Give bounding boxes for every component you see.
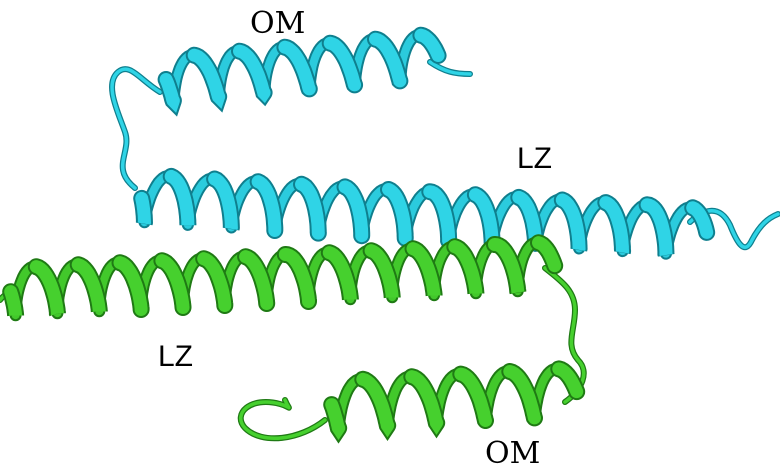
green-lz-helix-front-1 [29,260,64,320]
cyan-lz-helix-front-2 [208,172,238,234]
cyan-lz-helix-front-12 [640,198,673,261]
cyan-lz-helix-front-4 [295,177,325,240]
green-lz-helix-front-0 [4,285,23,322]
cyan-lz-helix-front-3 [251,175,282,237]
cyan-om-label: OM [250,6,306,41]
green-om-helix-front-1 [356,372,395,438]
green-lz-label: LZ [158,340,194,373]
green-om-helix-front-0 [325,398,346,441]
cyan-lz-helix-front-10 [555,193,586,255]
green-lz-helix-front-5 [197,252,232,312]
cyan-lz-helix-front-13 [686,201,714,239]
green-lz-helix-front-11 [448,240,483,300]
cyan-lz-helix-front-1 [164,169,195,232]
cyan-om-helix-front-0 [159,73,180,113]
green-chain [0,234,587,444]
cyan-lz-label: LZ [517,142,553,175]
cyan-tail-coil [688,209,780,249]
green-n-term-coil [239,398,327,441]
green-lz-helix-front-10 [406,242,441,302]
green-om-helix-front-3 [454,367,492,427]
cyan-om-helix-front-4 [323,36,362,92]
green-loop-coil [543,266,586,404]
cyan-c-term-coil [428,60,472,76]
cyan-loop-coil [110,67,162,190]
cyan-om-helix-front-1 [187,48,226,109]
green-lz-helix-front-13 [532,236,562,273]
green-om-helix-front-5 [552,362,584,399]
green-om-helix-front-4 [503,365,541,425]
cyan-chain [109,26,780,263]
cyan-lz-helix-front-11 [599,196,630,258]
green-om-label: OM [485,436,541,471]
cyan-lz-helix-front-6 [382,183,412,245]
green-lz-helix-front-3 [113,256,148,316]
green-lz-helix-front-8 [322,246,357,306]
green-lz-helix-front-7 [278,248,315,308]
cyan-om-helix-front-2 [233,44,271,104]
green-lz-helix-front-12 [488,238,525,298]
cyan-lz-helix-front-0 [135,191,151,229]
green-lz-helix-front-4 [155,254,190,314]
cyan-om-helix-front-5 [369,32,407,88]
cyan-lz-helix-front-5 [338,180,369,243]
cyan-om-helix-front-3 [278,40,316,96]
green-lz-helix-front-2 [71,258,106,318]
green-lz-helix-front-9 [364,244,399,304]
green-lz-helix-front-6 [239,250,274,310]
cyan-om-helix-front-6 [414,28,445,62]
cyan-lz-helix-front-7 [423,185,456,248]
green-om-helix-front-2 [405,370,444,435]
